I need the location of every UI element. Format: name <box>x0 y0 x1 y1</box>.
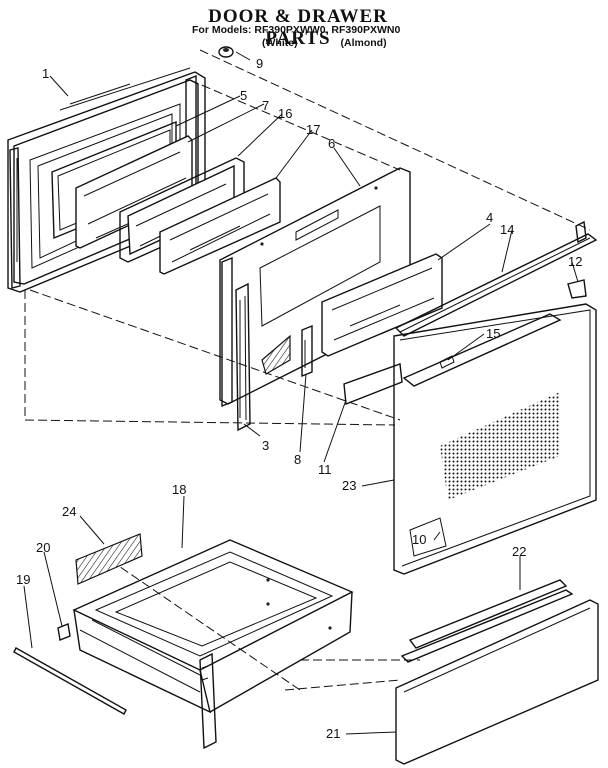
callout-labels: 1 5 7 16 17 6 9 4 14 12 15 3 8 11 23 10 … <box>16 56 582 741</box>
part-24-drawer-plate <box>75 533 143 585</box>
part-9-screw <box>218 46 234 58</box>
model-variants: (White) (Almond) <box>262 37 387 49</box>
variant-almond-label: (Almond) <box>340 37 387 49</box>
part-23-outer-door-panel <box>393 303 597 575</box>
callout-9: 9 <box>256 56 263 71</box>
callout-15: 15 <box>486 326 500 341</box>
callout-4: 4 <box>486 210 493 225</box>
callout-6: 6 <box>328 136 335 151</box>
callout-19: 19 <box>16 572 30 587</box>
callout-14: 14 <box>500 222 514 237</box>
callout-24: 24 <box>62 504 76 519</box>
part-12-end-cap <box>567 279 587 299</box>
models-line: For Models: RF390PXWW0, RF390PXWN0 <box>192 24 401 36</box>
callout-8: 8 <box>294 452 301 467</box>
alignment-lines <box>24 49 591 691</box>
callout-22: 22 <box>512 544 526 559</box>
callout-21: 21 <box>326 726 340 741</box>
callout-10: 10 <box>412 532 426 547</box>
part-22-drawer-trim <box>400 579 574 663</box>
part-11-vent-baffle <box>343 363 403 405</box>
callout-23: 23 <box>342 478 356 493</box>
callout-11: 11 <box>318 462 332 477</box>
part-14-door-trim <box>394 220 598 337</box>
callout-20: 20 <box>36 540 50 555</box>
part-21-drawer-front <box>395 599 599 765</box>
callout-18: 18 <box>172 482 186 497</box>
part-20-roller <box>57 623 71 641</box>
callout-17: 17 <box>306 122 320 137</box>
part-18-drawer-body <box>72 539 354 750</box>
part-8-bracket <box>301 324 313 378</box>
part-3-side-channel <box>235 282 251 432</box>
variant-white-label: (White) <box>262 37 298 49</box>
callout-3: 3 <box>262 438 269 453</box>
callout-5: 5 <box>240 88 247 103</box>
callout-12: 12 <box>568 254 582 269</box>
part-6-door-inner-panel <box>219 167 411 408</box>
callout-7: 7 <box>262 98 269 113</box>
part-4-window-glass <box>321 253 443 357</box>
callout-1: 1 <box>42 66 49 81</box>
callout-leader-lines <box>23 51 579 735</box>
part-19-rail-rod <box>13 647 127 715</box>
diagram-title: DOOR & DRAWER PARTS <box>208 6 388 49</box>
part-15-vent-deflector <box>402 313 562 387</box>
callout-16: 16 <box>278 106 292 121</box>
